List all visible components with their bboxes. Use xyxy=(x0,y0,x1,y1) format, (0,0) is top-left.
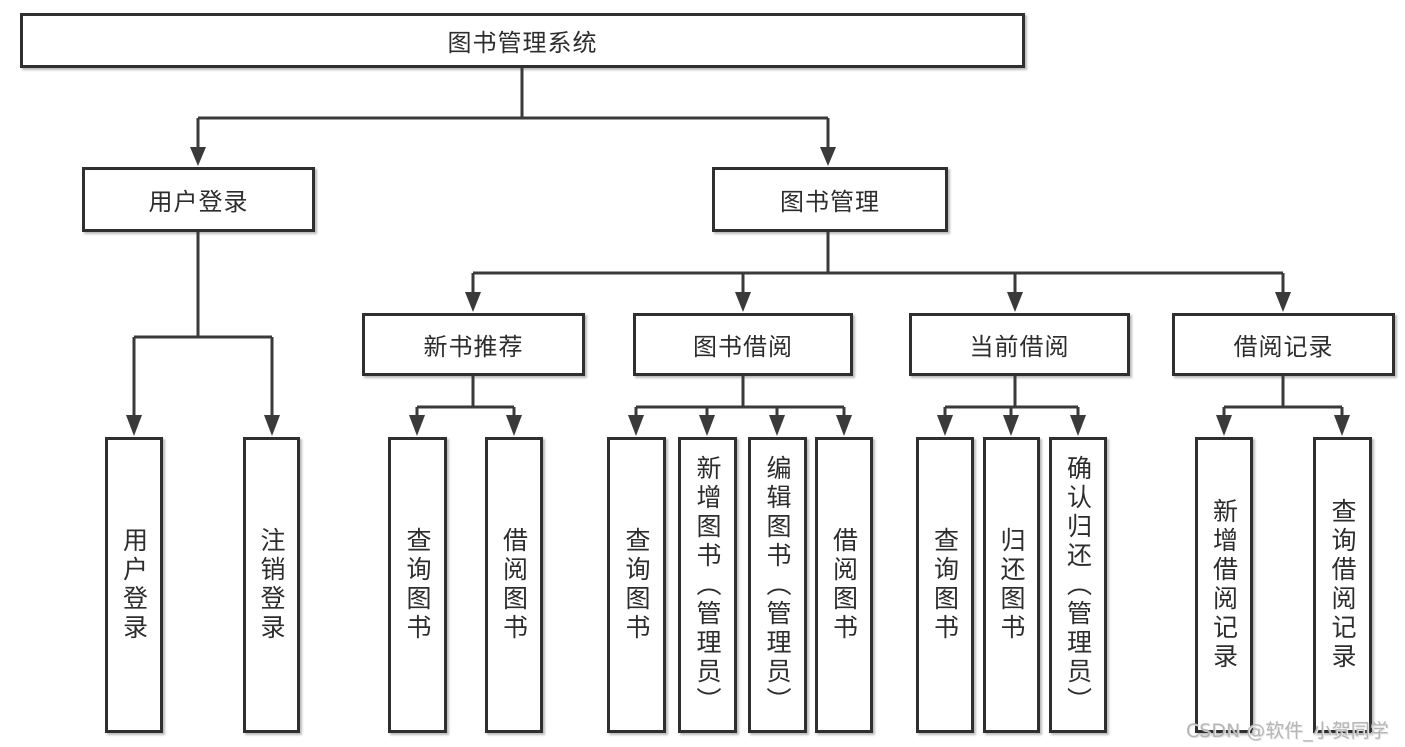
leaf-records-add-record: 新增借阅记录 xyxy=(1195,437,1253,733)
leaf-current-return-books-label: 归还图书 xyxy=(997,527,1026,643)
node-book-management: 图书管理 xyxy=(712,167,948,232)
leaf-current-query-books: 查询图书 xyxy=(916,437,974,733)
node-book-borrowing: 图书借阅 xyxy=(633,313,853,376)
node-borrow-records-label: 借阅记录 xyxy=(1233,333,1334,361)
node-book-management-label: 图书管理 xyxy=(780,188,880,216)
node-root: 图书管理系统 xyxy=(20,13,1025,68)
leaf-borrowing-edit-books-admin: 编辑图书（管理员） xyxy=(748,437,807,733)
leaf-user-login: 用户登录 xyxy=(105,437,163,733)
leaf-borrowing-query-books-label: 查询图书 xyxy=(622,527,651,643)
node-current-borrowing: 当前借阅 xyxy=(909,313,1130,376)
node-user-login: 用户登录 xyxy=(82,167,315,232)
leaf-records-add-record-label: 新增借阅记录 xyxy=(1209,498,1239,672)
connector-group-new-rec xyxy=(415,376,516,417)
leaf-current-confirm-return-admin: 确认归还（管理员） xyxy=(1049,437,1107,733)
connector-group-book-mgmt xyxy=(471,232,1285,294)
leaf-recommend-query-books-label: 查询图书 xyxy=(403,527,432,643)
arrowheads xyxy=(126,147,1350,436)
connector-group-user-login xyxy=(132,232,274,417)
node-user-login-label: 用户登录 xyxy=(148,188,249,216)
leaf-logout: 注销登录 xyxy=(243,437,300,733)
leaf-borrowing-query-books: 查询图书 xyxy=(607,437,666,733)
leaf-records-query-record-label: 查询借阅记录 xyxy=(1328,498,1357,672)
leaf-recommend-query-books: 查询图书 xyxy=(388,437,447,733)
leaf-borrowing-borrow-books: 借阅图书 xyxy=(815,437,873,733)
connector-group-root xyxy=(196,68,830,150)
node-root-label: 图书管理系统 xyxy=(447,29,598,57)
node-new-book-recommend: 新书推荐 xyxy=(362,313,585,376)
connector-group-records xyxy=(1222,376,1344,417)
leaf-user-login-label: 用户登录 xyxy=(119,527,149,643)
leaf-borrowing-add-books-admin-label: 新增图书（管理员） xyxy=(693,454,722,716)
node-new-book-recommend-label: 新书推荐 xyxy=(423,333,524,361)
leaf-current-query-books-label: 查询图书 xyxy=(930,527,960,643)
leaf-recommend-borrow-books-label: 借阅图书 xyxy=(499,527,529,643)
node-book-borrowing-label: 图书借阅 xyxy=(693,333,793,361)
leaf-current-return-books: 归还图书 xyxy=(983,437,1040,733)
csdn-watermark: CSDN @软件_小贺同学 xyxy=(1186,720,1389,742)
connector-group-borrow xyxy=(634,376,846,417)
leaf-borrowing-add-books-admin: 新增图书（管理员） xyxy=(678,437,737,733)
leaf-logout-label: 注销登录 xyxy=(257,527,286,643)
node-borrow-records: 借阅记录 xyxy=(1172,313,1395,376)
leaf-current-confirm-return-admin-label: 确认归还（管理员） xyxy=(1063,454,1093,716)
connector-group-current xyxy=(943,376,1080,417)
leaf-records-query-record: 查询借阅记录 xyxy=(1313,437,1372,733)
leaf-borrowing-borrow-books-label: 借阅图书 xyxy=(829,527,859,643)
leaf-recommend-borrow-books: 借阅图书 xyxy=(485,437,543,733)
node-current-borrowing-label: 当前借阅 xyxy=(969,333,1070,361)
leaf-borrowing-edit-books-admin-label: 编辑图书（管理员） xyxy=(763,454,792,716)
